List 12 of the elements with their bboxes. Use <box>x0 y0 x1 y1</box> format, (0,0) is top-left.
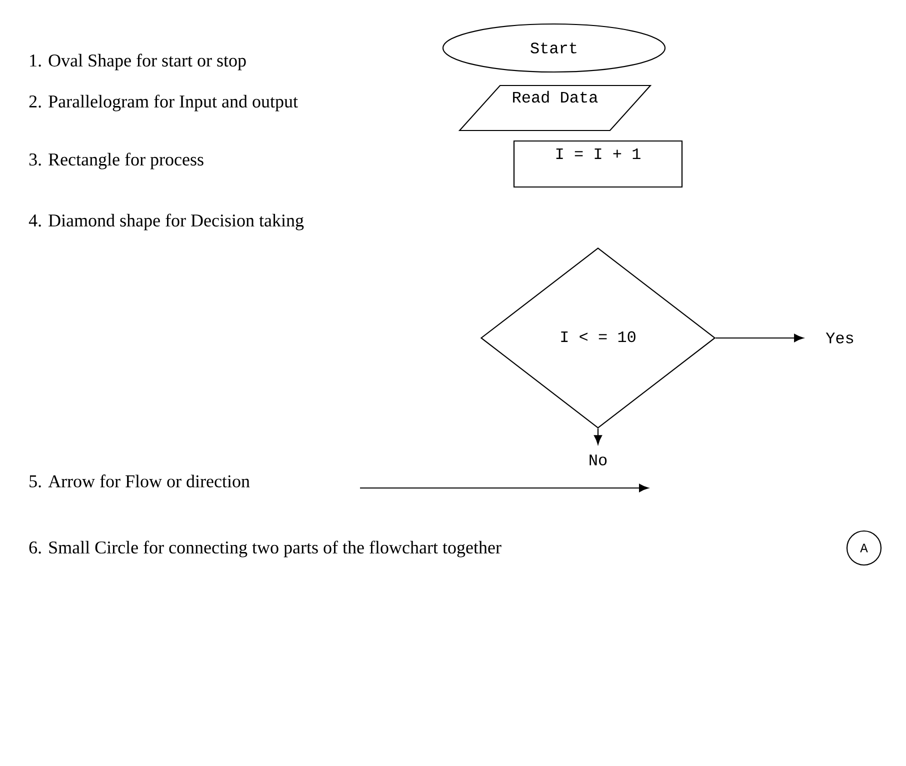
list-item: 4. Diamond shape for Decision taking <box>28 214 304 230</box>
list-item: 5. Arrow for Flow or direction <box>30 474 250 488</box>
arrow <box>594 428 602 445</box>
list-item: 1. Oval Shape for start or stop <box>30 54 246 70</box>
list-item: 2. Parallelogram for Input and output <box>29 94 298 112</box>
list-item: 3. Rectangle for process <box>29 152 204 170</box>
branch-label: Yes <box>826 332 854 344</box>
list-item: 6. Small Circle for connecting two parts of the flowchart together <box>29 540 502 558</box>
arrow <box>716 334 804 342</box>
branch-label: No <box>590 454 607 466</box>
terminal-oval: Start <box>442 23 666 73</box>
process-box: I = I + 1 <box>513 140 683 188</box>
